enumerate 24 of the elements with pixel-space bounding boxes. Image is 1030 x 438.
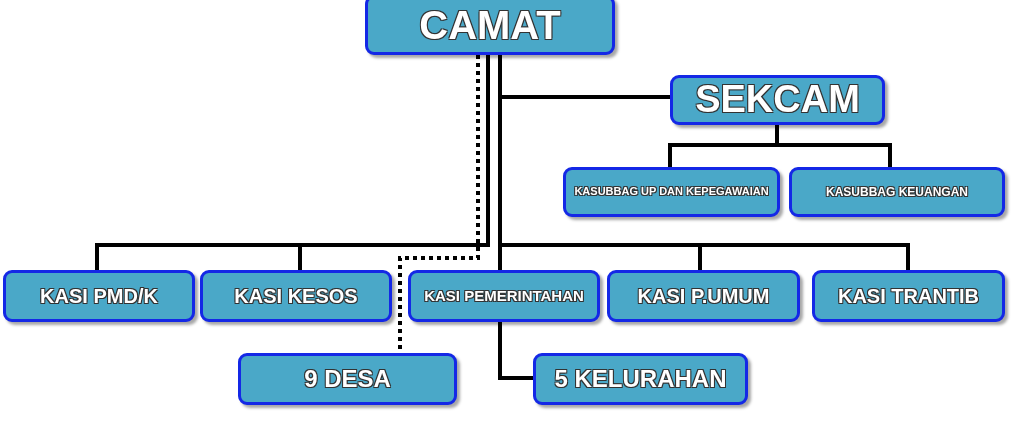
org-box <box>533 353 748 405</box>
org-box <box>563 167 780 217</box>
org-box <box>3 270 195 322</box>
node-label: KASI PEMERINTAHAN <box>424 288 584 304</box>
connector-line <box>498 322 533 380</box>
node-label: KASUBBAG UP DAN KEPEGAWAIAN <box>574 186 769 198</box>
node-label: KASUBBAG KEUANGAN <box>826 185 968 199</box>
org-box <box>408 270 600 322</box>
org-box <box>812 270 1005 322</box>
node-label: SEKCAM <box>695 80 860 120</box>
org-box <box>670 75 885 125</box>
node-label: 9 DESA <box>304 366 391 392</box>
node-label: KASI KESOS <box>234 285 358 307</box>
org-box <box>607 270 800 322</box>
node-label: KASI PMD/K <box>40 285 158 307</box>
connector-line <box>298 55 490 270</box>
org-box <box>365 0 615 55</box>
org-box <box>200 270 392 322</box>
node-label: KASI P.UMUM <box>637 285 770 307</box>
node-label: CAMAT <box>419 4 561 46</box>
node-label: 5 KELURAHAN <box>554 366 727 392</box>
node-label: KASI TRANTIB <box>837 285 980 307</box>
org-box <box>789 167 1005 217</box>
org-box <box>238 353 457 405</box>
